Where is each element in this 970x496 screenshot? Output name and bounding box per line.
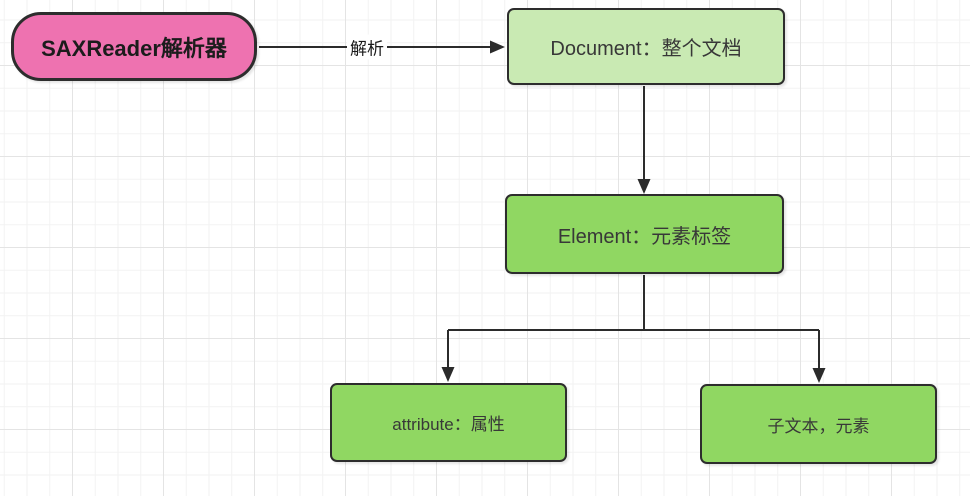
- node-childtext-label: 子文本，元素: [767, 416, 870, 436]
- edge-element-children-arrow[interactable]: [441, 275, 826, 383]
- arrowhead-down-icon: [637, 179, 651, 194]
- node-document-label: Document：整个文档: [550, 38, 742, 60]
- node-attribute[interactable]: attribute：属性: [330, 383, 567, 462]
- node-childtext[interactable]: 子文本，元素: [700, 384, 937, 464]
- node-document[interactable]: Document：整个文档: [507, 8, 785, 85]
- node-element-label: Element：元素标签: [557, 225, 732, 248]
- arrowhead-down-icon: [812, 368, 826, 383]
- edge-document-element-arrow[interactable]: [637, 86, 651, 194]
- node-saxreader-label: SAXReader解析器: [41, 35, 227, 61]
- node-element[interactable]: Element：元素标签: [505, 194, 784, 274]
- arrowhead-down-icon: [441, 367, 455, 382]
- edge-parse-label[interactable]: 解析: [347, 34, 387, 60]
- arrowhead-right-icon: [490, 40, 505, 54]
- node-saxreader[interactable]: SAXReader解析器: [11, 12, 257, 81]
- node-attribute-label: attribute：属性: [392, 415, 505, 434]
